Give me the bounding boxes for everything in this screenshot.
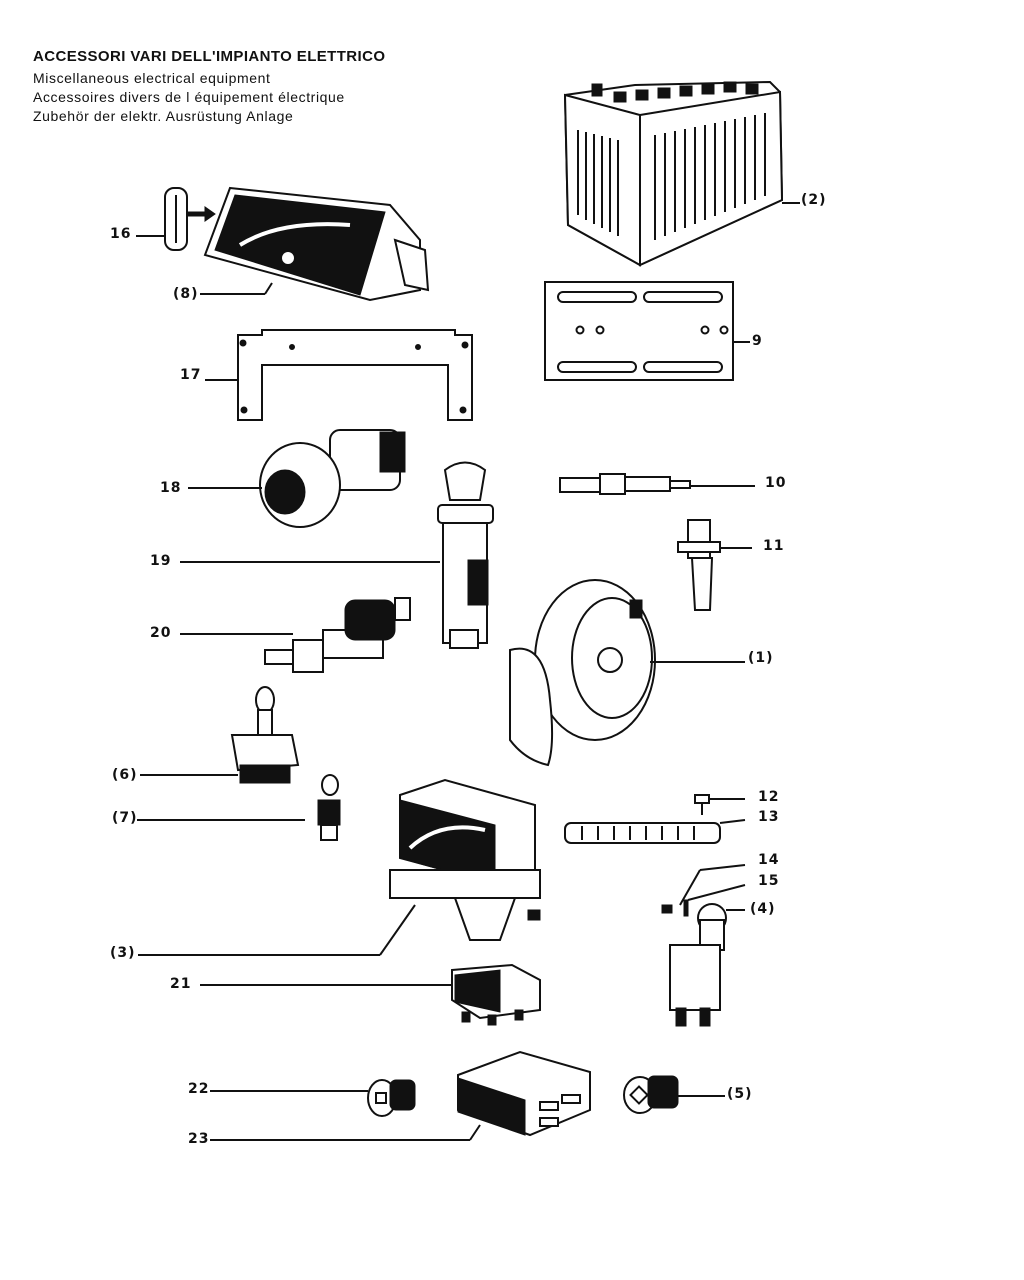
stoplight-switch-part [264,597,411,673]
sender-unit-part [559,473,691,495]
title-english: Miscellaneous electrical equipment [33,70,271,86]
callout-10: 10 [765,475,787,491]
callout-11: 11 [763,538,785,554]
callout-20: 20 [150,625,172,641]
callout-13: 13 [758,809,780,825]
title-french: Accessoires divers de l équipement élect… [33,89,345,105]
socket-5-part [623,1075,679,1114]
relay-part [451,963,541,1026]
battery-part [563,80,784,267]
callout-17: 17 [180,367,202,383]
callout-14: 14 [758,852,780,868]
callout-4: (4) [750,901,776,917]
push-switch-part [259,429,406,528]
fuse-box-part [203,186,430,302]
terminal-strip-part [564,794,721,844]
callout-1: (1) [748,650,774,666]
regulator-part [389,778,541,941]
callout-9: 9 [752,333,763,349]
callout-2: (2) [801,192,827,208]
callout-22: 22 [188,1081,210,1097]
callout-3: (3) [110,945,136,961]
callout-8: (8) [173,286,199,302]
small-toggle-part [317,774,341,841]
socket-part [367,1079,416,1117]
callout-5: (5) [727,1086,753,1102]
callout-16: 16 [110,226,132,242]
toggle-switch-part [230,686,300,784]
horn-part [509,579,656,767]
bracket-part [237,329,473,421]
callout-21: 21 [170,976,192,992]
flasher-unit-part [661,899,727,1027]
callout-7: (7) [112,810,138,826]
title-italian: ACCESSORI VARI DELL'IMPIANTO ELETTRICO [33,48,386,65]
battery-plate-part [544,281,734,381]
callout-15: 15 [758,873,780,889]
callout-12: 12 [758,789,780,805]
callout-23: 23 [188,1131,210,1147]
control-box-part [457,1050,591,1137]
callout-18: 18 [160,480,182,496]
door-switch-part [677,519,721,611]
cigar-lighter-part [437,461,494,649]
callout-6: (6) [112,767,138,783]
diagram-header: ACCESSORI VARI DELL'IMPIANTO ELETTRICO M… [33,48,385,126]
fuse-part [164,187,216,251]
title-german: Zubehör der elektr. Ausrüstung Anlage [33,108,294,124]
callout-19: 19 [150,553,172,569]
